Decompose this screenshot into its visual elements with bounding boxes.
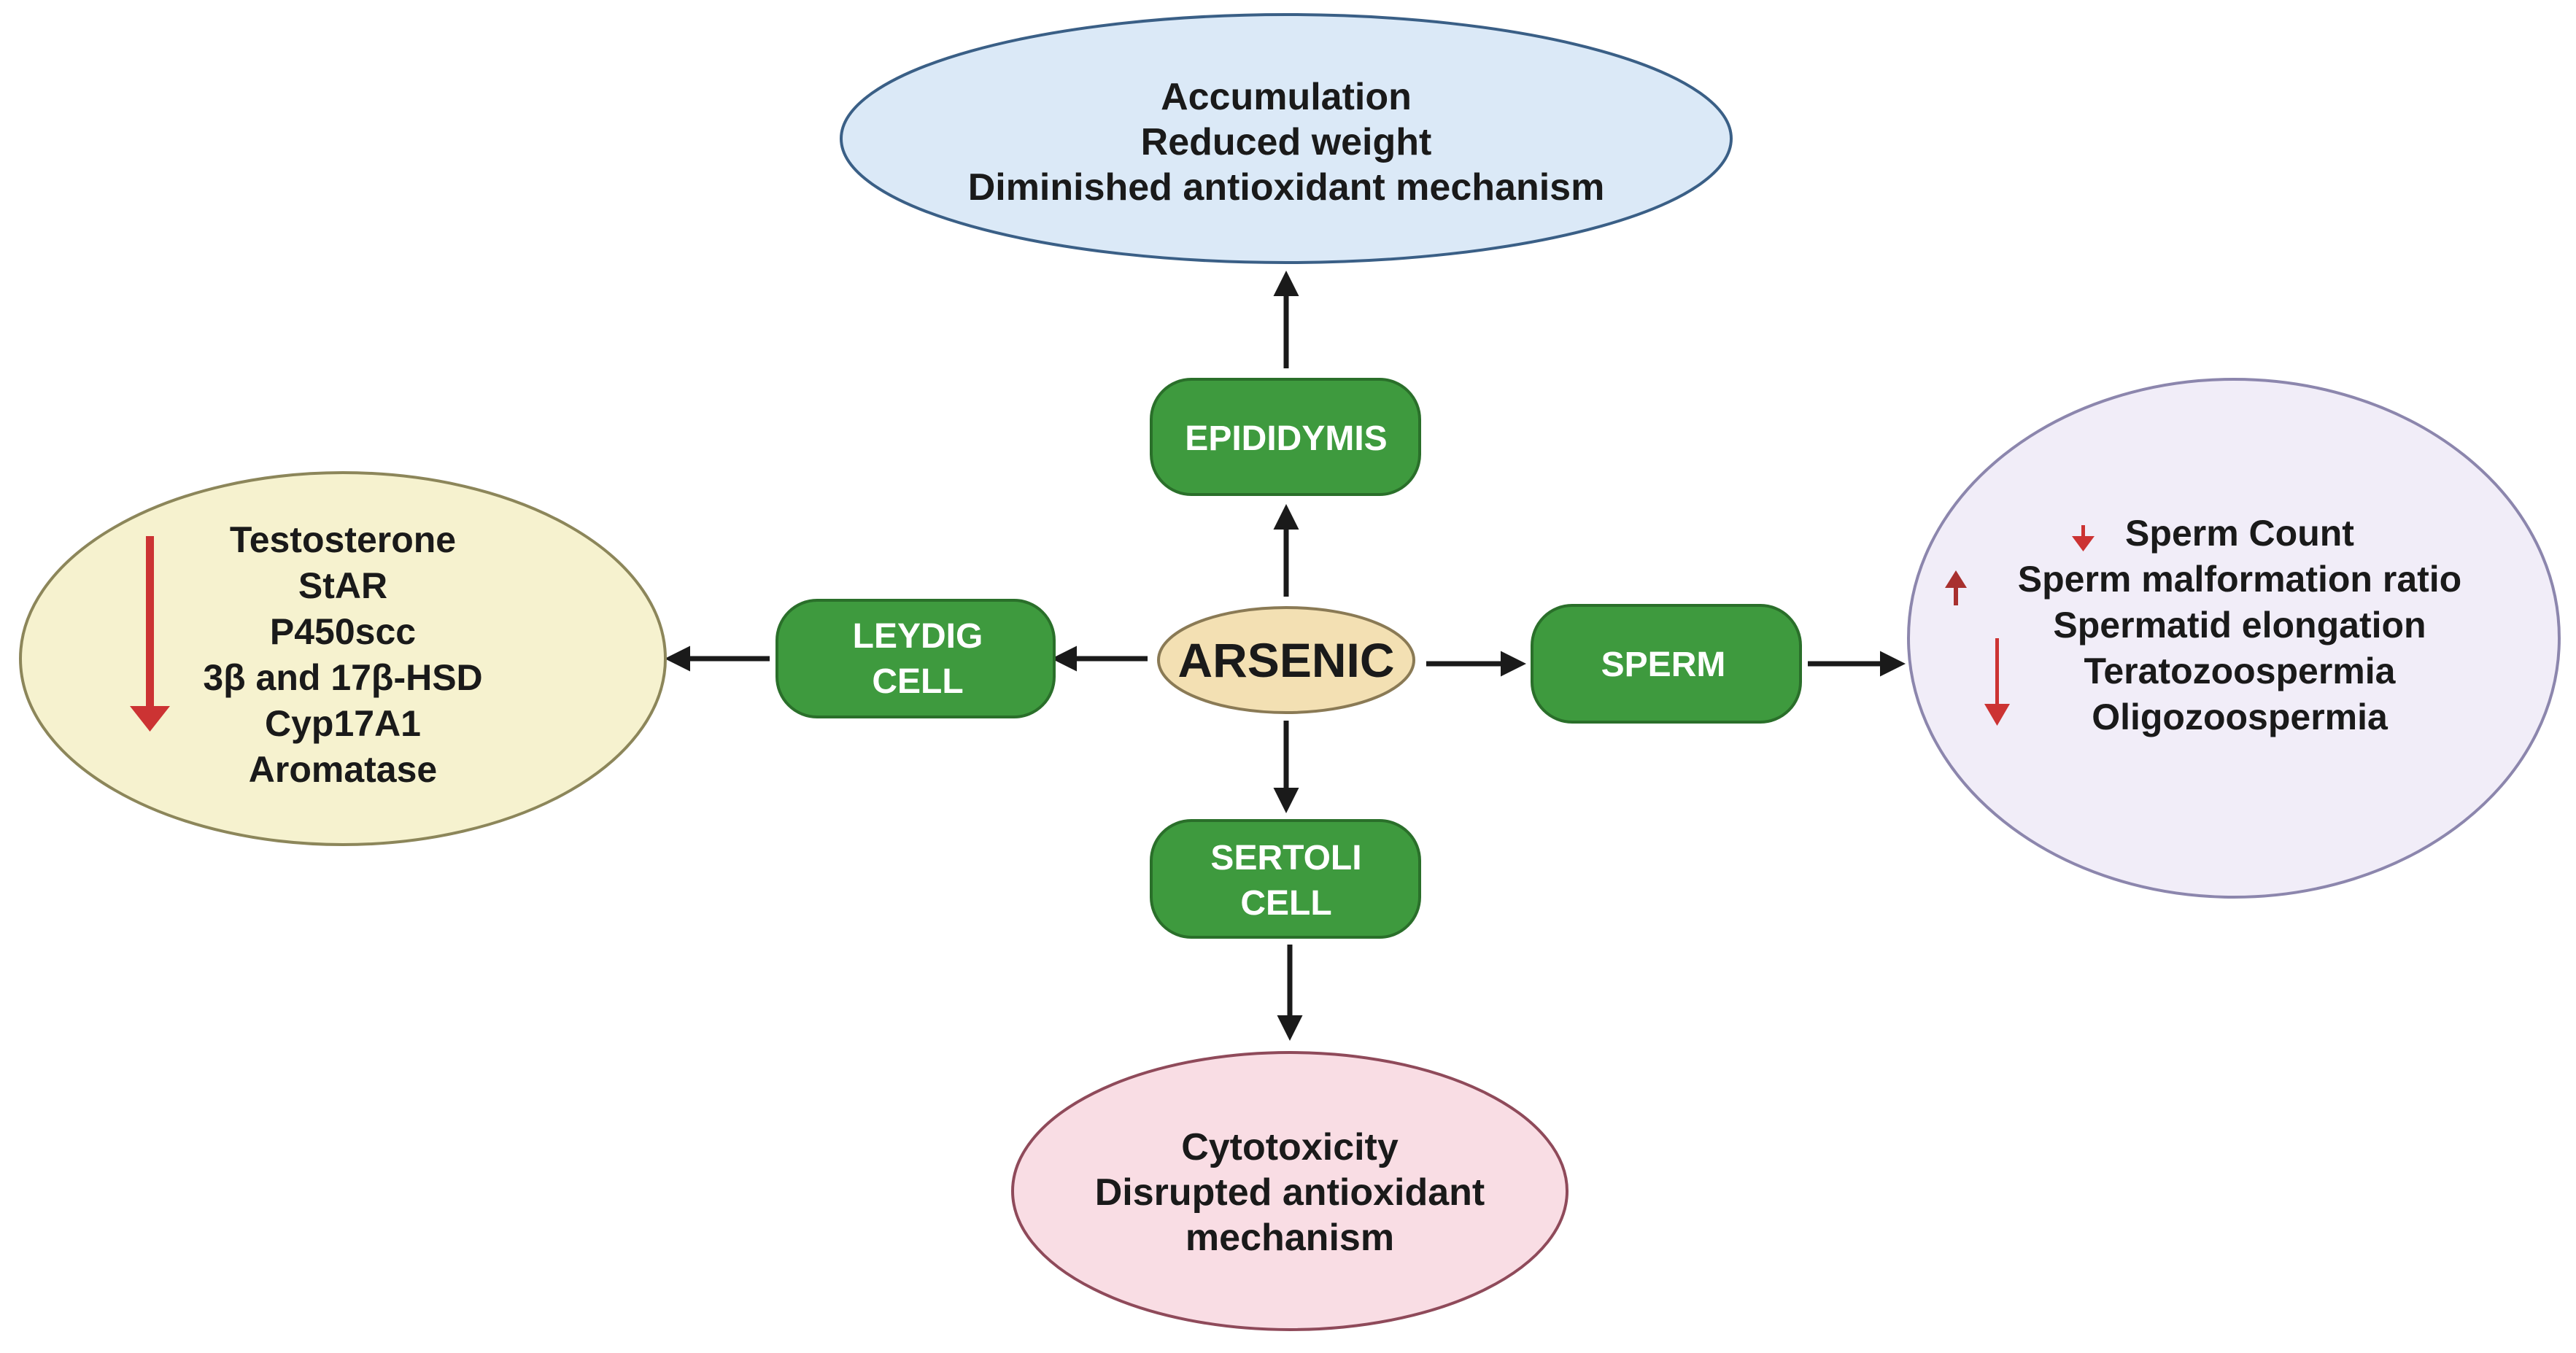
sperm-effect: Teratozoospermia bbox=[2084, 651, 2397, 691]
sperm-node bbox=[1531, 604, 1802, 724]
leydig-effect: 3β and 17β-HSD bbox=[203, 657, 482, 698]
connector-arrows bbox=[665, 271, 1906, 1041]
sperm-effect: Spermatid elongation bbox=[2053, 605, 2426, 646]
small-decrease-arrow-icon bbox=[2072, 525, 2095, 551]
sertoli-label-line-1: SERTOLI bbox=[1210, 839, 1361, 877]
leydig-effect: Aromatase bbox=[249, 749, 437, 790]
sperm-effect: Sperm Count bbox=[2125, 513, 2354, 554]
sperm-effects-ellipse bbox=[1907, 378, 2561, 899]
sertoli-label-line-2: CELL bbox=[1240, 884, 1331, 923]
arsenic-label: ARSENIC bbox=[1177, 633, 1394, 687]
sertoli-effects-ellipse bbox=[1011, 1051, 1569, 1331]
epididymis-label: EPIDIDYMIS bbox=[1185, 419, 1387, 458]
sertoli-effect: mechanism bbox=[1185, 1217, 1394, 1259]
increase-arrow-icon bbox=[1945, 570, 1967, 605]
leydig-effect: Testosterone bbox=[230, 519, 456, 560]
decrease-arrow-icon bbox=[130, 536, 170, 732]
sertoli-cell-node bbox=[1150, 819, 1421, 939]
arsenic-node bbox=[1157, 606, 1415, 714]
sperm-effect: Sperm malformation ratio bbox=[2018, 559, 2461, 600]
sperm-label: SPERM bbox=[1601, 646, 1726, 684]
leydig-effect: StAR bbox=[298, 565, 387, 606]
sertoli-effect: Disrupted antioxidant bbox=[1095, 1171, 1485, 1214]
epididymis-node bbox=[1150, 378, 1421, 496]
sertoli-effect: Cytotoxicity bbox=[1181, 1126, 1399, 1168]
decrease-arrow-icon bbox=[1984, 638, 2010, 726]
leydig-effect: P450scc bbox=[270, 611, 416, 652]
leydig-effect: Cyp17A1 bbox=[265, 703, 421, 744]
epididymis-effects-ellipse bbox=[840, 13, 1733, 264]
leydig-effects-ellipse bbox=[19, 471, 667, 846]
epididymis-effect: Accumulation bbox=[1161, 76, 1412, 118]
leydig-label-line-1: LEYDIG bbox=[853, 617, 983, 656]
leydig-label-line-2: CELL bbox=[872, 662, 963, 701]
epididymis-effect: Diminished antioxidant mechanism bbox=[968, 166, 1605, 209]
sperm-effect: Oligozoospermia bbox=[2092, 697, 2389, 737]
leydig-cell-node bbox=[775, 599, 1056, 718]
epididymis-effect: Reduced weight bbox=[1141, 121, 1432, 163]
